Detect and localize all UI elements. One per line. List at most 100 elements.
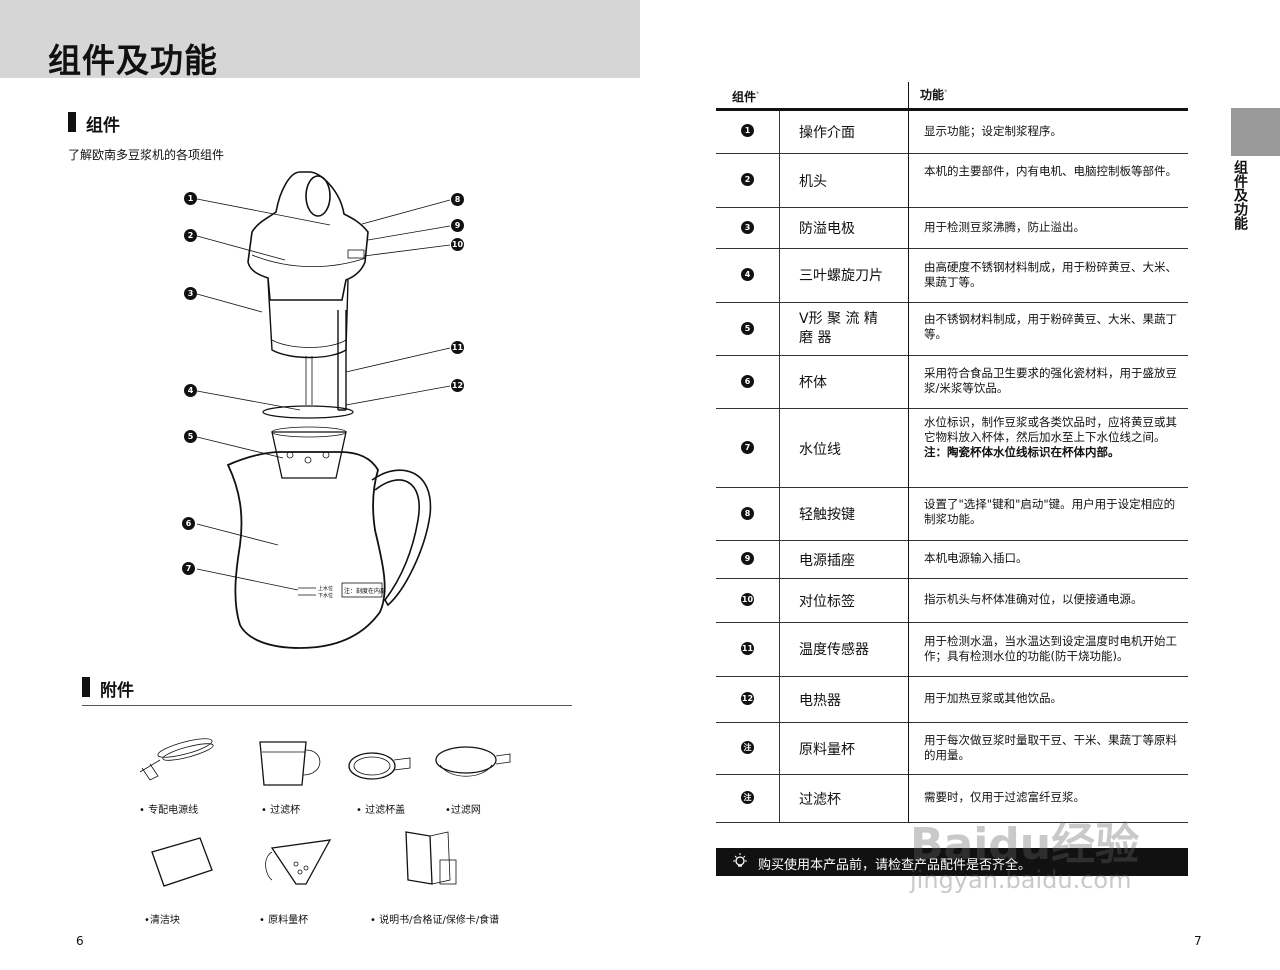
callout-8: 8 [451,193,464,206]
row-number: 3 [741,221,754,234]
row-function: 需要时，仅用于过滤富纤豆浆。 [924,790,1085,804]
row-number: 10 [741,593,754,606]
row-number: 注 [741,791,754,804]
table-row: 4 三叶螺旋刀片 由高硬度不锈钢材料制成，用于粉碎黄豆、大米、果蔬丁等。 [716,248,1188,303]
tip-text: 购买使用本产品前，请检查产品配件是否齐全。 [758,858,1032,873]
level-label-low: 下水位 [318,592,333,599]
watermark-logo: Baidu经验 [910,819,1140,870]
callout-11: 11 [451,341,464,354]
level-note: 注：刻度在内部 [344,587,386,595]
accessory-label: •清洁块 [144,915,180,926]
section-title-components: 组件 [86,116,120,136]
table-row: 9 电源插座 本机电源输入插口。 [716,540,1188,579]
table-row: 5 V形 聚 流 精 磨 器 由不锈钢材料制成，用于粉碎黄豆、大米、果蔬丁等。 [716,302,1188,356]
power-cord-image [139,738,214,781]
row-function: 显示功能；设定制浆程序。 [924,124,1062,138]
row-name: 机头 [799,174,827,190]
page-number-left: 6 [76,934,84,948]
accessory-label: • 专配电源线 [139,805,199,816]
tip-banner: 购买使用本产品前，请检查产品配件是否齐全。 [716,848,1188,876]
table-row: 3 防溢电极 用于检测豆浆沸腾，防止溢出。 [716,207,1188,249]
row-note: 注：陶瓷杯体水位线标识在杯体内部。 [924,445,1120,459]
row-function: 设置了"选择"键和"启动"键。用户用于设定相应的制浆功能。 [924,497,1176,526]
callout-12: 12 [451,379,464,392]
row-function: 用于检测水温，当水温达到设定温度时电机开始工作；具有检测水位的功能(防干烧功能)… [924,634,1177,663]
row-function: 用于检测豆浆沸腾，防止溢出。 [924,220,1085,234]
row-name: 杯体 [799,375,827,391]
row-function: 本机的主要部件，内有电机、电脑控制板等部件。 [924,164,1177,178]
side-tab [1231,108,1280,156]
accessory-label: • 过滤杯盖 [356,805,406,816]
header-component: 组件* [732,90,760,104]
watermark: Baidu经验 jingyan.baidu.com [900,800,1200,910]
row-number: 注 [741,741,754,754]
table-row: 2 机头 本机的主要部件，内有电机、电脑控制板等部件。 [716,153,1188,208]
table-header: 组件* 功能* [716,82,1188,111]
accessory-label: •过滤网 [445,805,481,816]
row-function: 指示机头与杯体准确对位，以便接通电源。 [924,592,1143,606]
callout-5: 5 [184,430,197,443]
row-function: 水位标识，制作豆浆或各类饮品时，应将黄豆或其它物料放入杯体，然后加水至上下水位线… [924,415,1177,459]
row-name: V形 聚 流 精 磨 器 [799,311,878,346]
components-description: 了解欧南多豆浆机的各项组件 [68,148,225,162]
cleaning-block-image [151,837,213,887]
row-function: 由高硬度不锈钢材料制成，用于粉碎黄豆、大米、果蔬丁等。 [924,260,1177,289]
manuals-image [405,831,457,885]
row-function: 由不锈钢材料制成，用于粉碎黄豆、大米、果蔬丁等。 [924,312,1177,341]
measuring-cup-image [265,839,332,885]
row-function: 用于每次做豆浆时量取干豆、干米、果蔬丁等原料的用量。 [924,733,1177,762]
side-tab-label: 组件及功能 [1232,160,1248,230]
watermark-url: jingyan.baidu.com [910,866,1132,894]
row-name: 电源插座 [799,553,855,569]
table-row: 10 对位标签 指示机头与杯体准确对位，以便接通电源。 [716,578,1188,623]
row-name: 对位标签 [799,594,855,610]
page-title: 组件及功能 [48,41,218,80]
row-name: 轻触按键 [799,507,855,523]
callout-6: 6 [182,517,195,530]
row-name: 过滤杯 [799,792,841,808]
row-function: 采用符合食品卫生要求的强化瓷材料，用于盛放豆浆/米浆等饮品。 [924,366,1177,395]
row-name: 温度传感器 [799,642,869,658]
callout-2: 2 [184,229,197,242]
accessory-label: • 说明书/合格证/保修卡/食谱 [370,915,500,926]
row-number: 8 [741,507,754,520]
table-row: 12 电热器 用于加热豆浆或其他饮品。 [716,676,1188,723]
section-divider [82,705,572,706]
row-number: 2 [741,173,754,186]
row-function: 本机电源输入插口。 [924,551,1028,565]
section-title-accessories: 附件 [100,681,134,701]
callout-3: 3 [184,287,197,300]
title-band [0,0,640,78]
callout-7: 7 [182,562,195,575]
filter-cup-lid-image [348,752,411,780]
row-number: 7 [741,441,754,454]
page-number-right: 7 [1194,934,1202,948]
filter-cup-image [259,741,321,786]
table-row: 11 温度传感器 用于检测水温，当水温达到设定温度时电机开始工作；具有检测水位的… [716,622,1188,677]
row-name: 水位线 [799,442,841,458]
row-number: 4 [741,268,754,281]
row-name: 操作介面 [799,125,855,141]
row-number: 9 [741,552,754,565]
table-row: 8 轻触按键 设置了"选择"键和"启动"键。用户用于设定相应的制浆功能。 [716,487,1188,541]
row-name: 防溢电极 [799,221,855,237]
accessories-illustration [139,738,511,887]
row-number: 5 [741,322,754,335]
callout-4: 4 [184,384,197,397]
row-number: 11 [741,642,754,655]
filter-net-image [435,746,511,777]
row-name: 三叶螺旋刀片 [799,268,883,284]
header-function: 功能* [920,88,948,102]
table-row: 7 水位线 水位标识，制作豆浆或各类饮品时，应将黄豆或其它物料放入杯体，然后加水… [716,408,1188,488]
section-marker [68,112,76,132]
level-label-high: 上水位 [318,585,333,592]
row-number: 6 [741,375,754,388]
row-number: 1 [741,124,754,137]
accessory-label: • 过滤杯 [261,805,301,816]
callout-1: 1 [184,192,197,205]
lightbulb-icon [733,853,747,867]
row-name: 原料量杯 [799,742,855,758]
table-row: 1 操作介面 显示功能；设定制浆程序。 [716,110,1188,154]
section-marker [82,677,90,697]
table-row: 注 过滤杯 需要时，仅用于过滤富纤豆浆。 [716,774,1188,823]
